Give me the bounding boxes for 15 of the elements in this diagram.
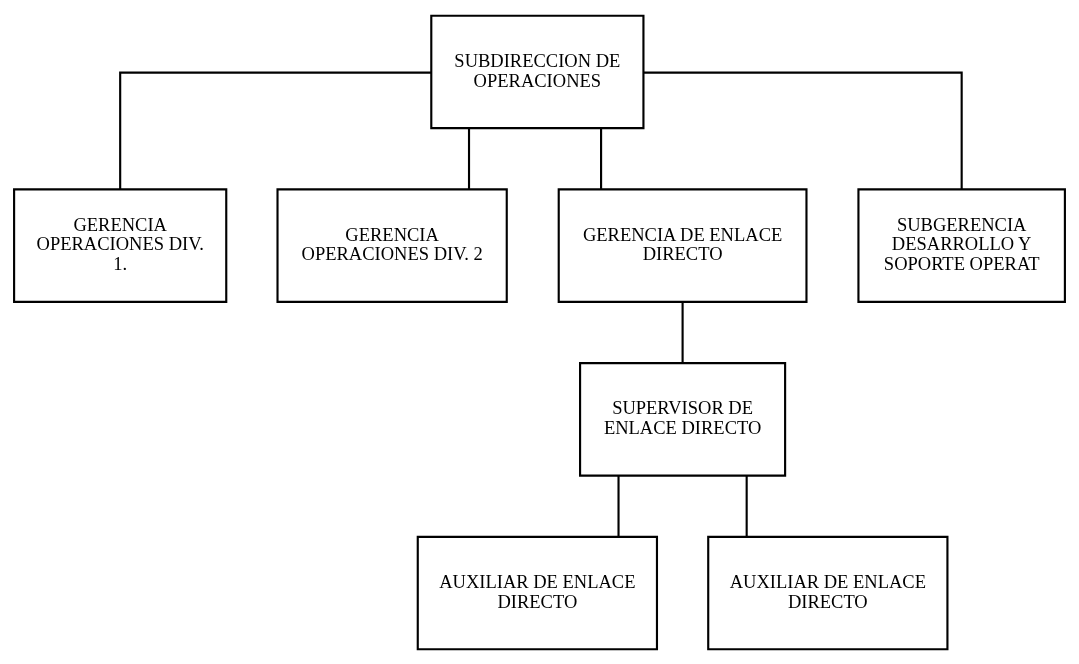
node-box: GERENCIA OPERACIONES DIV. 2 <box>276 187 508 303</box>
connector <box>617 475 620 536</box>
connector <box>643 71 963 189</box>
node-box: SUBDIRECCION DE OPERACIONES <box>430 14 645 129</box>
connector <box>467 127 471 189</box>
node-box: SUBGERENCIA DESARROLLO Y SOPORTE OPERAT <box>857 187 1066 303</box>
node-box: GERENCIA DE ENLACE DIRECTO <box>557 187 808 303</box>
node-box: GERENCIA OPERACIONES DIV. 1. <box>13 187 228 303</box>
connector <box>745 475 748 536</box>
node-box: SUPERVISOR DE ENLACE DIRECTO <box>579 361 787 477</box>
connector <box>600 127 603 189</box>
connector <box>681 301 684 363</box>
node-box: AUXILIAR DE ENLACE DIRECTO <box>707 535 949 650</box>
node-box: AUXILIAR DE ENLACE DIRECTO <box>416 535 659 650</box>
connector <box>119 71 431 189</box>
